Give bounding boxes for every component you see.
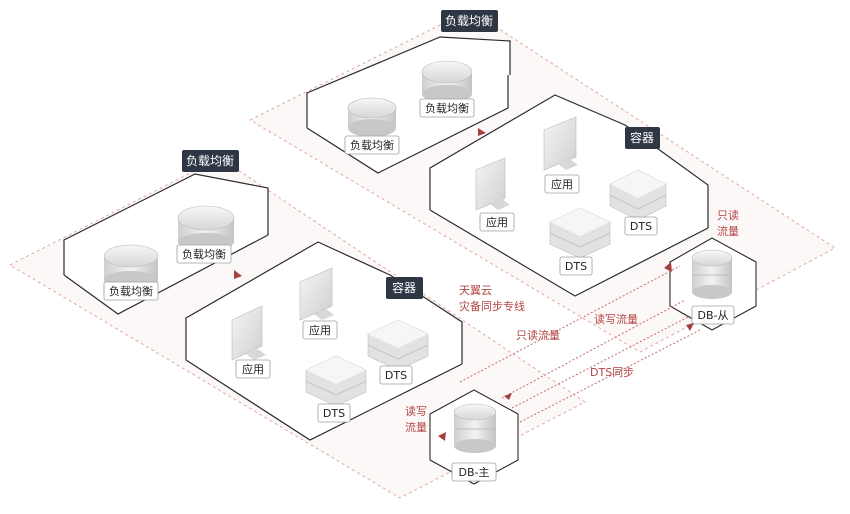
bottom-app-1-icon bbox=[231, 305, 266, 361]
db-master-label: DB-主 bbox=[451, 462, 497, 482]
readonly-flow-path bbox=[501, 299, 686, 399]
top-lb-label-2: 负载均衡 bbox=[419, 98, 475, 118]
top-container-title: 容器 bbox=[630, 130, 654, 145]
top-arrow-to-db bbox=[664, 262, 672, 272]
bottom-lb-label-1-text: 负载均衡 bbox=[109, 284, 153, 298]
readwrite-flow-path bbox=[511, 315, 691, 409]
top-lb-label-1: 负载均衡 bbox=[344, 135, 400, 155]
db-slave-label-text: DB-从 bbox=[698, 309, 729, 322]
readwrite-flow-label: 读写流量 bbox=[594, 312, 638, 326]
dedicated-line-label-1: 天翼云 bbox=[459, 284, 492, 297]
bottom-app-label-1: 应用 bbox=[235, 359, 271, 379]
top-lb-title: 负载均衡 bbox=[445, 14, 493, 28]
dedicated-line-label-2: 灾备同步专线 bbox=[459, 299, 525, 313]
top-app-label-1: 应用 bbox=[479, 212, 515, 232]
db-slave-label: DB-从 bbox=[691, 305, 735, 325]
bottom-dts-2-icon bbox=[367, 319, 429, 371]
top-readonly-label-2: 流量 bbox=[717, 224, 739, 238]
bottom-arrow-to-db bbox=[438, 432, 446, 441]
main-rw-label-2: 流量 bbox=[405, 420, 427, 434]
dedicated-line-path bbox=[459, 265, 681, 383]
top-lb-1-icon bbox=[347, 97, 397, 137]
top-container-title-tag: 容器 bbox=[625, 127, 660, 149]
top-app-1-icon bbox=[475, 157, 510, 211]
main-rw-label-1: 读写 bbox=[405, 404, 427, 418]
bottom-dts-label-2-text: DTS bbox=[385, 369, 407, 382]
bottom-lb-label-2-text: 负载均衡 bbox=[182, 247, 226, 261]
top-dts-label-2: DTS bbox=[624, 216, 658, 236]
top-dts-label-2-text: DTS bbox=[630, 220, 652, 233]
top-arrow-lb-to-container bbox=[478, 128, 486, 136]
top-dts-1-icon bbox=[549, 207, 611, 259]
top-lb-label-2-text: 负载均衡 bbox=[425, 101, 469, 115]
bottom-lb-label-2: 负载均衡 bbox=[176, 244, 232, 264]
bottom-dts-label-2: DTS bbox=[379, 365, 413, 385]
top-lb-title-tag: 负载均衡 bbox=[441, 10, 498, 32]
bottom-lb-2-icon bbox=[177, 205, 235, 251]
top-dts-label-1-text: DTS bbox=[565, 260, 587, 273]
top-app-label-1-text: 应用 bbox=[486, 215, 508, 229]
bottom-app-2-icon bbox=[299, 267, 334, 321]
top-app-2-icon bbox=[543, 116, 578, 171]
dts-sync-label: DTS同步 bbox=[590, 366, 634, 379]
bottom-container-title-tag: 容器 bbox=[386, 277, 423, 299]
bottom-app-label-2-text: 应用 bbox=[309, 323, 331, 337]
db-slave-node bbox=[669, 237, 757, 331]
dts-sync-arrow bbox=[686, 323, 694, 331]
db-master-label-text: DB-主 bbox=[459, 466, 490, 479]
bottom-dts-1-icon bbox=[305, 355, 367, 407]
top-app-label-2: 应用 bbox=[544, 174, 580, 194]
bottom-lb-title-tag: 负载均衡 bbox=[182, 150, 239, 172]
readonly-flow-label: 只读流量 bbox=[516, 328, 560, 342]
dts-sync-path bbox=[519, 329, 701, 423]
readonly-flow-arrow bbox=[504, 393, 512, 400]
bottom-dts-label-1-text: DTS bbox=[323, 407, 345, 420]
top-lb-2-icon bbox=[421, 60, 473, 103]
top-dts-label-1: DTS bbox=[559, 256, 593, 276]
top-dts-2-icon bbox=[609, 169, 667, 221]
top-lb-label-1-text: 负载均衡 bbox=[350, 138, 394, 152]
bottom-app-label-1-text: 应用 bbox=[242, 362, 264, 376]
bottom-lb-title: 负载均衡 bbox=[186, 154, 234, 168]
top-readonly-label-1: 只读 bbox=[717, 208, 739, 222]
top-app-label-2-text: 应用 bbox=[551, 177, 573, 191]
db-master-node bbox=[429, 389, 519, 485]
bottom-app-label-2: 应用 bbox=[302, 320, 338, 340]
bottom-dts-label-1: DTS bbox=[317, 403, 351, 423]
bottom-arrow-lb-to-container bbox=[234, 270, 242, 279]
bottom-lb-label-1: 负载均衡 bbox=[103, 281, 159, 301]
bottom-container-title: 容器 bbox=[392, 280, 416, 295]
